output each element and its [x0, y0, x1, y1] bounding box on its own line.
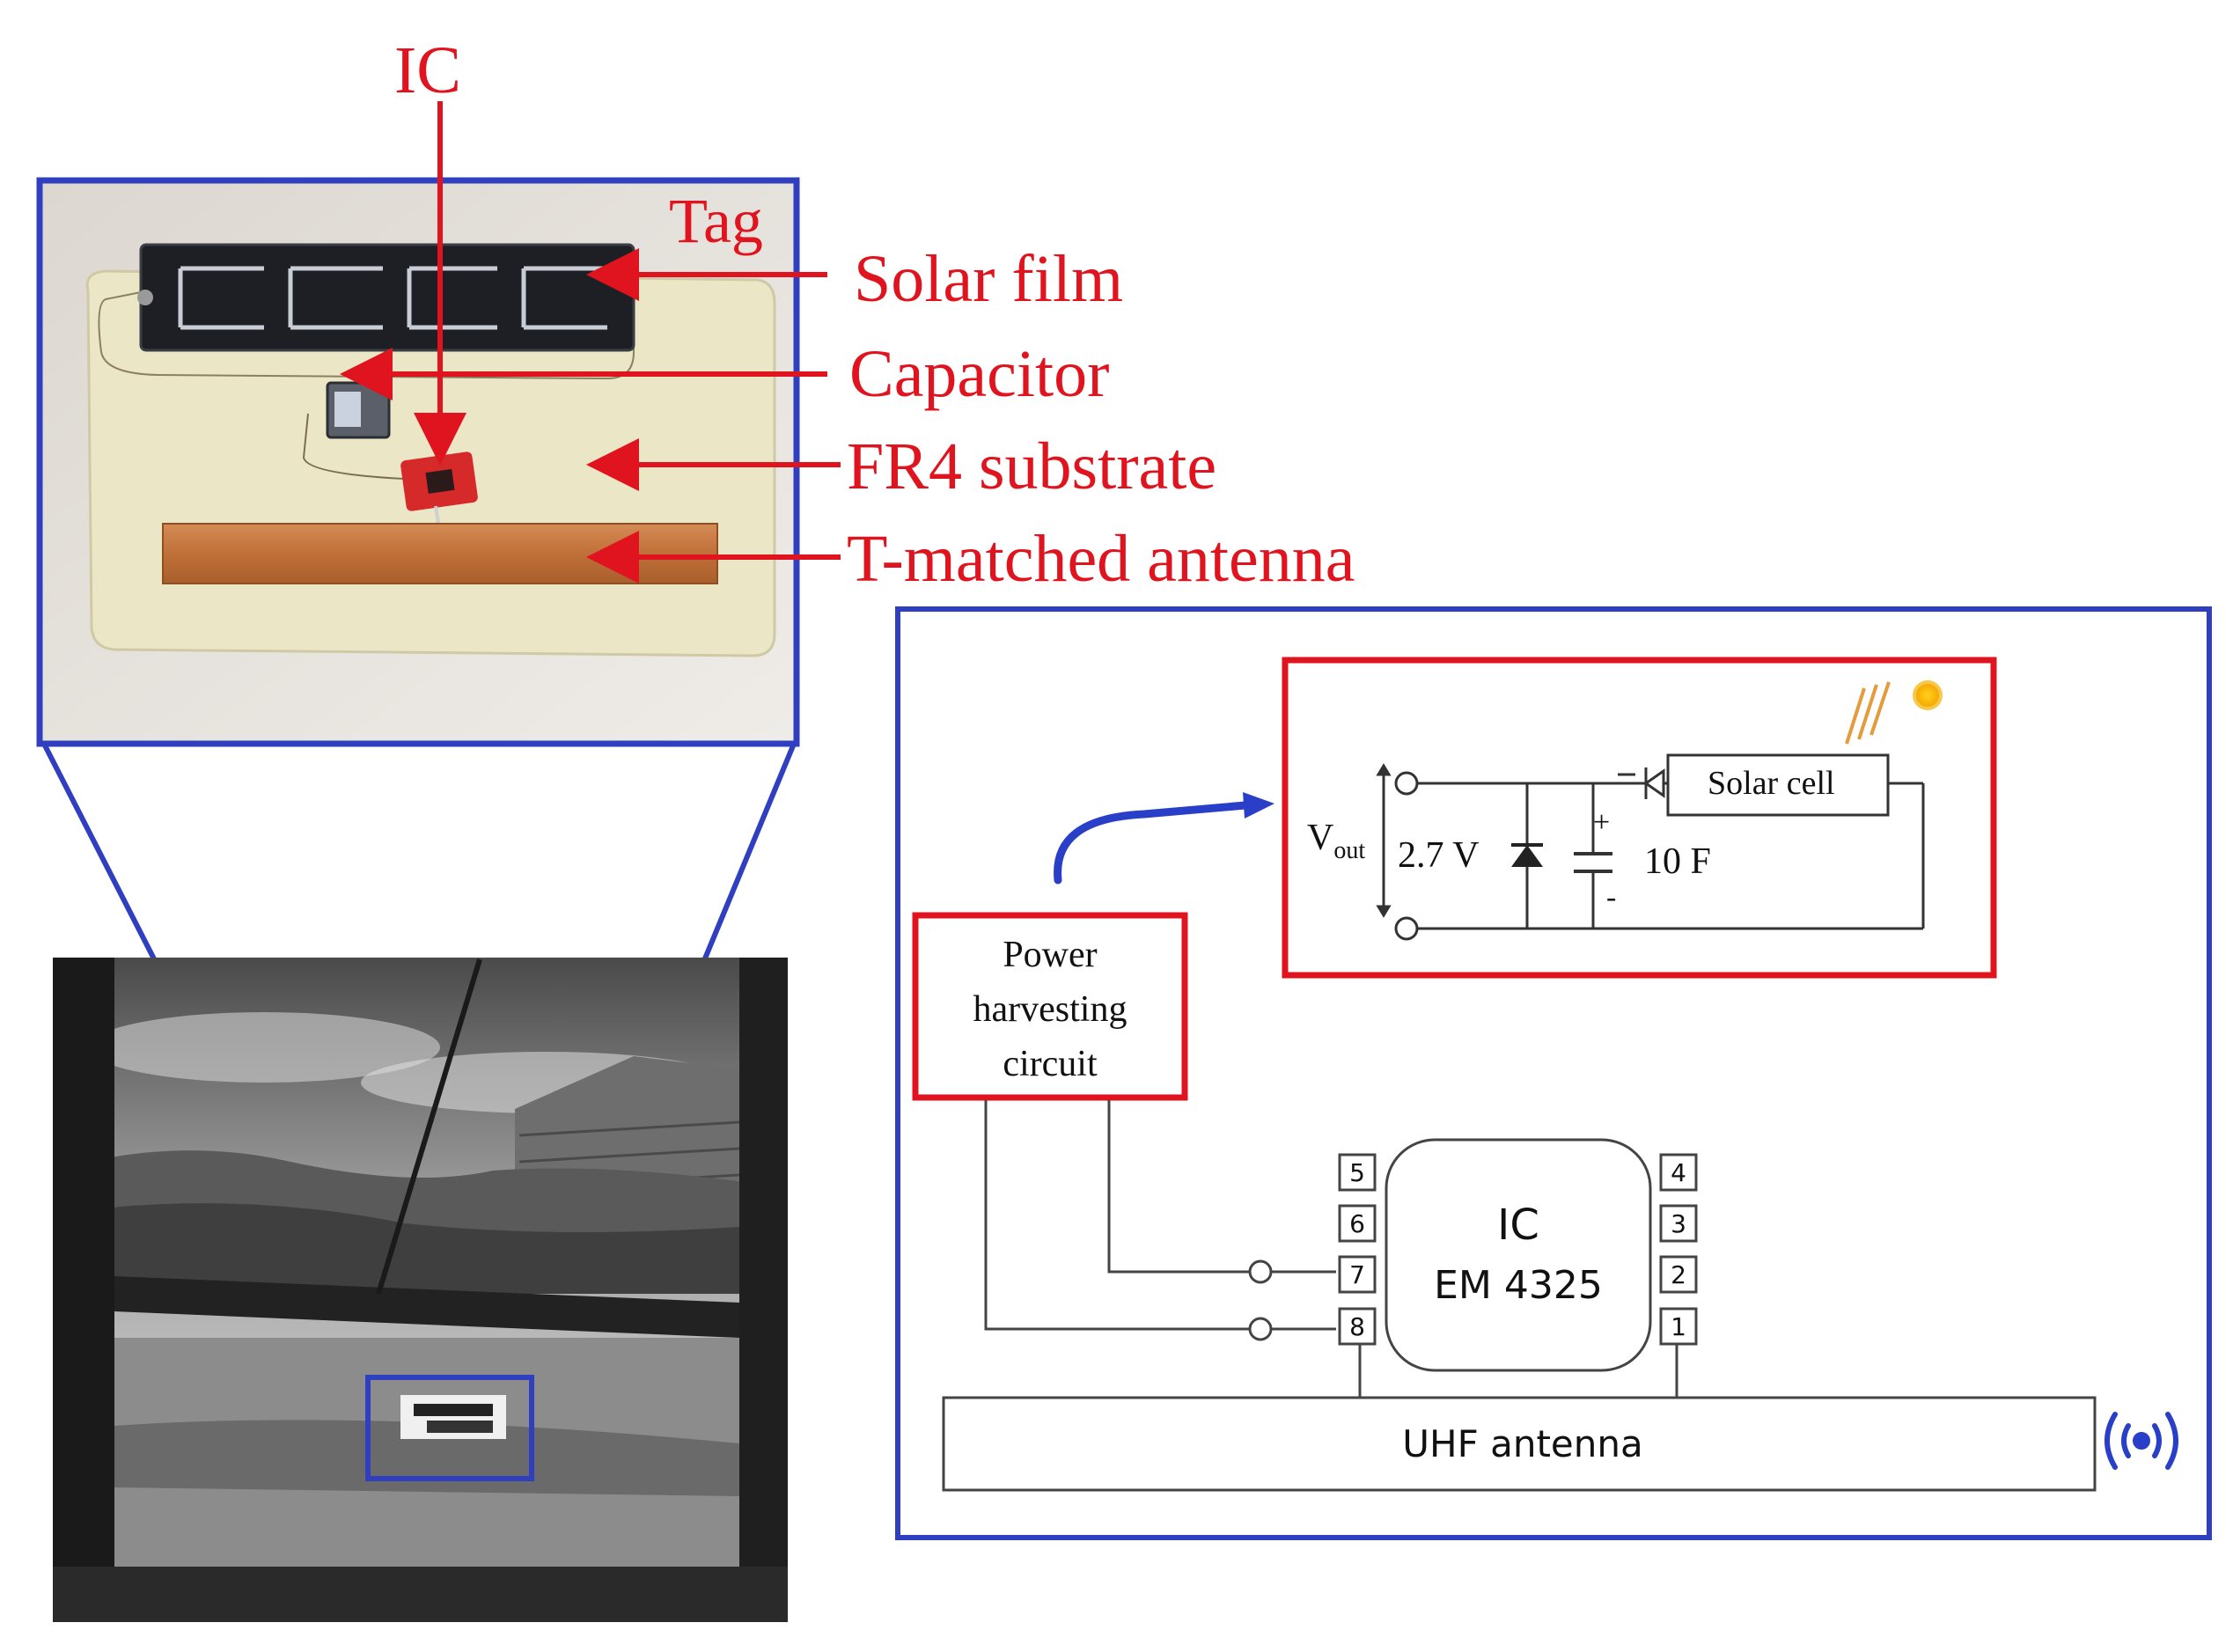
svg-text:8: 8 — [1349, 1312, 1365, 1341]
power-harvesting-label-1: Power — [1003, 935, 1097, 975]
uhf-antenna-box — [942, 1396, 2097, 1492]
label-ic: IC — [394, 33, 461, 107]
label-t-matched-antenna: T-matched antenna — [847, 522, 1355, 596]
plus-sign: + — [1593, 806, 1610, 839]
ic-em4325-chip — [1385, 1138, 1652, 1372]
voltage-label: 2.7 V — [1398, 835, 1480, 876]
svg-text:3: 3 — [1671, 1209, 1686, 1238]
capacitance-label: 10 F — [1644, 841, 1711, 882]
svg-text:7: 7 — [1349, 1260, 1365, 1289]
power-harvesting-block — [912, 912, 1188, 1101]
callout-arrows — [340, 101, 841, 584]
tag-highlight-box — [365, 1375, 534, 1481]
minus-sign: - — [1606, 881, 1616, 914]
capacitor-component — [326, 381, 391, 439]
ic-chip-board — [400, 452, 478, 537]
diode-icon — [1618, 767, 1665, 799]
ic-pins-left: 5 6 7 8 — [1338, 1153, 1377, 1346]
solar-cell-label: Solar cell — [1708, 765, 1835, 802]
harvesting-to-ic-wires — [984, 1100, 1678, 1398]
label-fr4-substrate: FR4 substrate — [847, 430, 1216, 503]
label-solar-film: Solar film — [854, 242, 1123, 316]
vout-label: Vout — [1307, 818, 1365, 864]
sun-icon — [1913, 680, 1943, 710]
light-rays-icon — [1845, 681, 1891, 745]
solar-cell-box — [1666, 753, 1890, 817]
label-tag: Tag — [669, 186, 763, 256]
ic-part-number: EM 4325 — [1434, 1263, 1603, 1308]
svg-text:2: 2 — [1671, 1260, 1686, 1289]
ic-pins-right: 4 3 2 1 — [1659, 1153, 1698, 1346]
window-photo — [53, 958, 788, 1622]
solar-film — [137, 243, 635, 352]
radio-waves-icon — [2104, 1412, 2178, 1470]
svg-text:1: 1 — [1671, 1312, 1686, 1341]
tag-on-window — [400, 1395, 506, 1439]
uhf-antenna-label: UHF antenna — [1402, 1422, 1642, 1465]
zener-diode — [1511, 843, 1543, 867]
power-harvesting-label-2: harvesting — [973, 989, 1128, 1030]
capacitor-symbol — [1574, 852, 1612, 873]
ic-name: IC — [1497, 1200, 1539, 1250]
svg-text:5: 5 — [1349, 1158, 1365, 1187]
schematic-panel: Solar cell Vout 2.7 V 10 F + - Power har… — [895, 606, 2212, 1540]
power-harvesting-label-3: circuit — [1003, 1044, 1098, 1084]
svg-text:6: 6 — [1349, 1209, 1365, 1238]
label-capacitor: Capacitor — [849, 337, 1109, 411]
t-matched-antenna-copper — [162, 523, 718, 584]
blue-pointer-arrow — [1054, 801, 1250, 885]
svg-text:4: 4 — [1671, 1158, 1686, 1187]
